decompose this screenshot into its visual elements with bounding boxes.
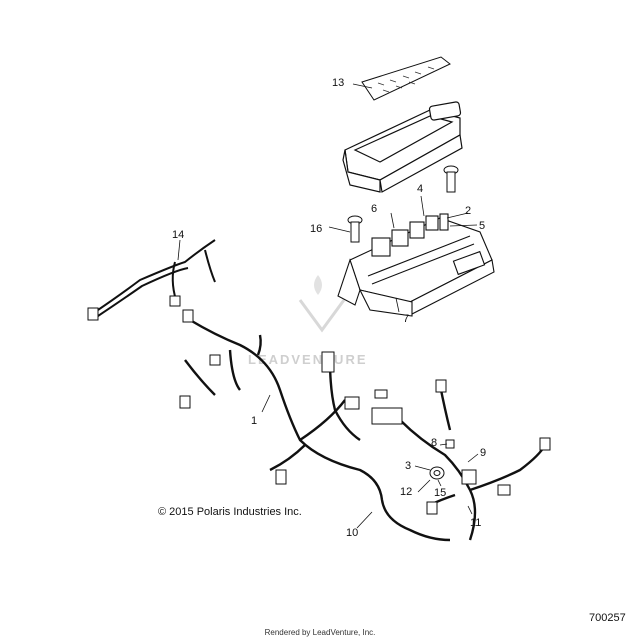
callout-2: 2 [465, 205, 471, 217]
rendered-by-credit: Rendered by LeadVenture, Inc. [264, 628, 376, 637]
callout-4: 4 [417, 183, 423, 195]
relays [371, 213, 449, 257]
callout-16: 16 [310, 223, 322, 235]
clip-8 [445, 439, 455, 449]
bolt-16 [347, 215, 363, 243]
callout-3: 3 [405, 460, 411, 472]
fuse-box-cover [342, 101, 463, 193]
callout-14: 14 [172, 229, 184, 241]
callout-12: 12 [400, 486, 412, 498]
grommet-15 [429, 466, 445, 480]
bolt-upper [443, 165, 459, 193]
diagram-part-number: 700257 [589, 612, 626, 624]
callout-6: 6 [371, 203, 377, 215]
harness-14 [87, 239, 216, 321]
fuse-rows [367, 235, 475, 285]
fuse-label-sheet [361, 56, 451, 101]
callout-15: 15 [434, 487, 446, 499]
leader-lines [177, 83, 479, 529]
callout-1: 1 [251, 415, 257, 427]
callout-11: 11 [470, 517, 481, 529]
watermark-logo [298, 275, 346, 333]
callout-8: 8 [431, 437, 437, 449]
callout-5: 5 [479, 220, 485, 232]
callout-9: 9 [480, 447, 486, 459]
harness-connectors [179, 309, 551, 515]
copyright-text: © 2015 Polaris Industries Inc. [158, 506, 302, 518]
callout-10: 10 [346, 527, 358, 539]
callout-13: 13 [332, 77, 344, 89]
fuse-box-base [337, 213, 495, 317]
callout-7: 7 [403, 313, 409, 325]
watermark-text: LEADVENTURE [248, 352, 368, 367]
